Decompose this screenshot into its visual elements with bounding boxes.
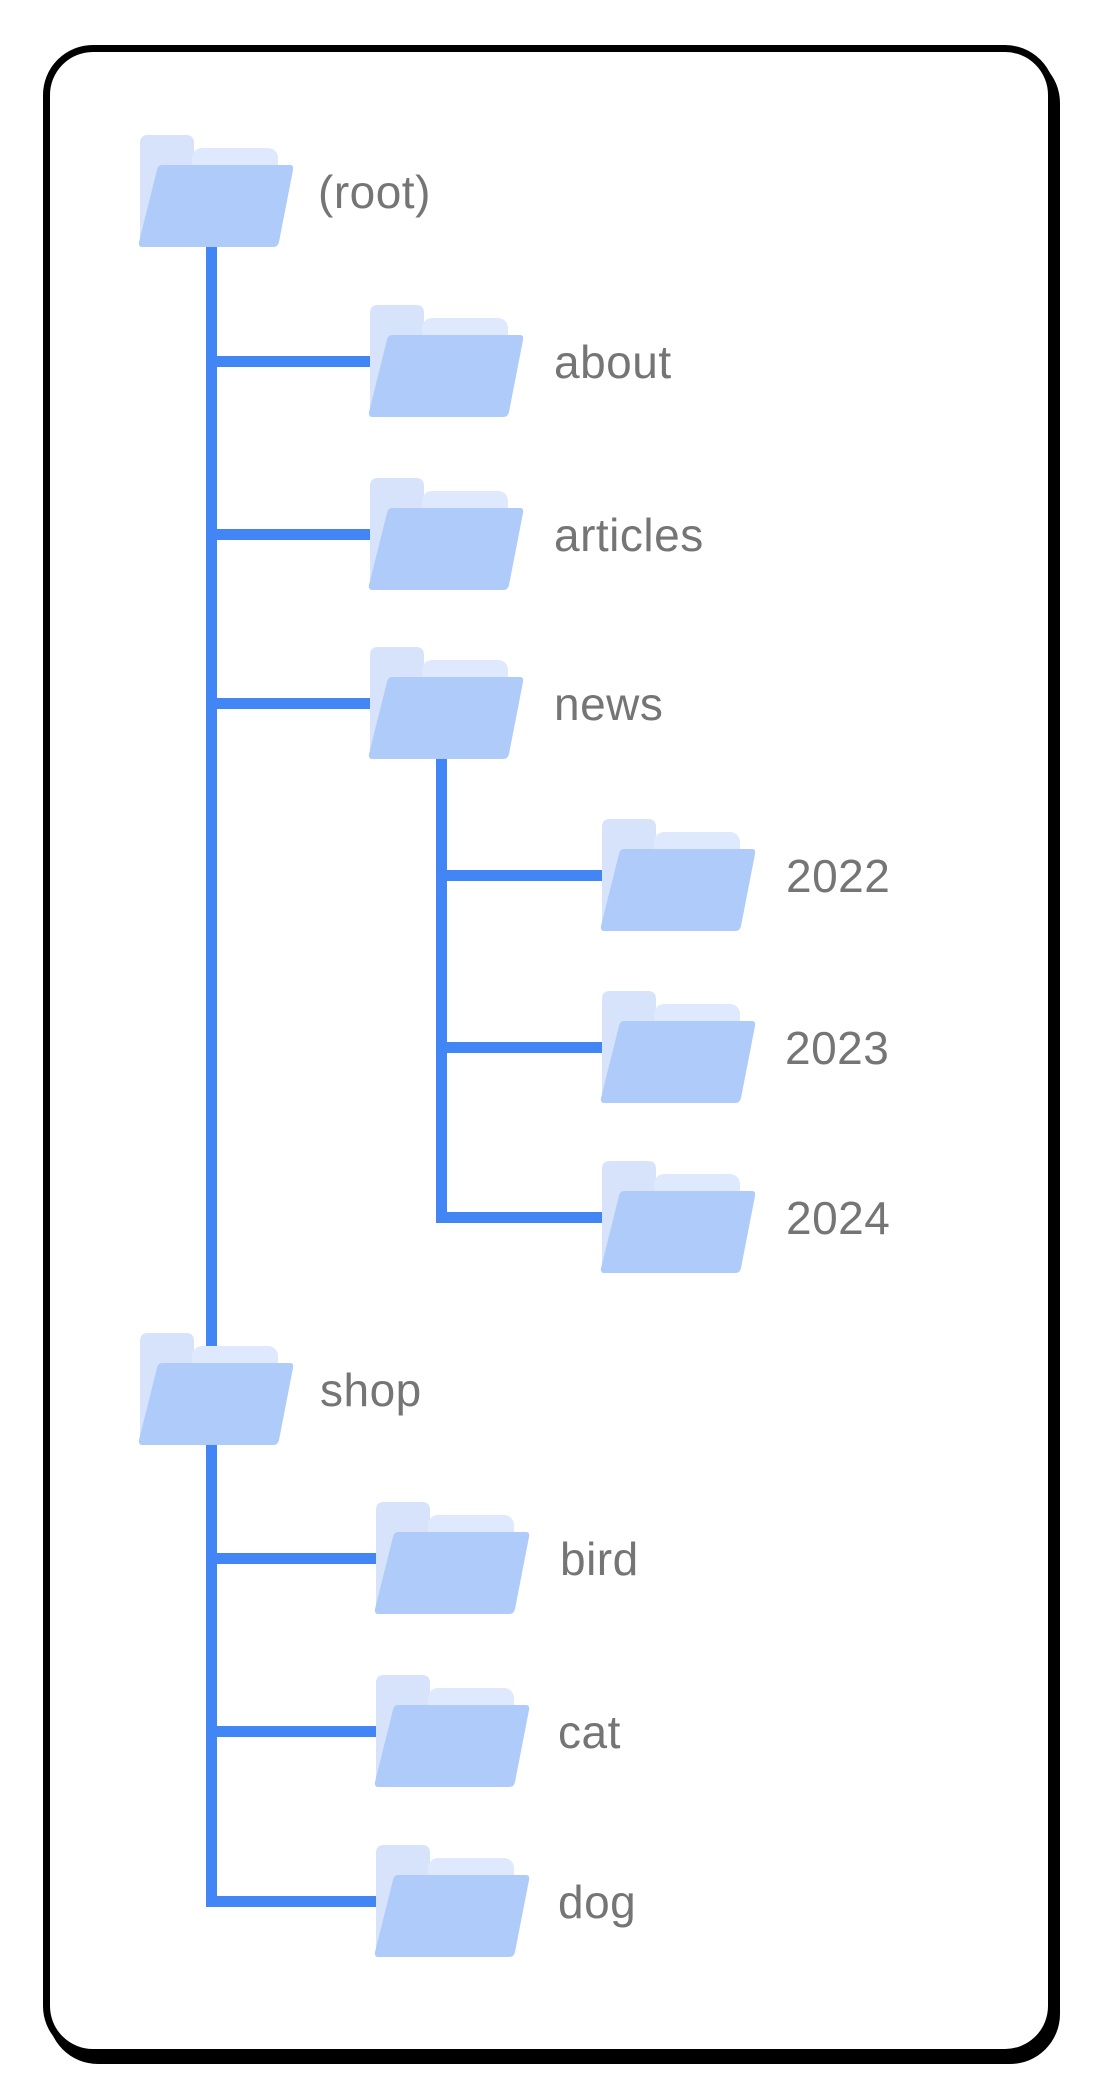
folder-icon-2022 — [600, 819, 756, 931]
node-label-2024: 2024 — [786, 1192, 891, 1244]
folder-icon-root — [138, 135, 294, 247]
node-label-about: about — [554, 336, 672, 388]
folder-icon-shop — [138, 1333, 294, 1445]
node-label-dog: dog — [558, 1876, 637, 1928]
folder-icon-about — [368, 305, 524, 417]
node-label-2022: 2022 — [786, 850, 891, 902]
node-label-bird: bird — [560, 1533, 639, 1585]
node-label-shop: shop — [320, 1364, 422, 1416]
connector-branch-news — [205, 697, 391, 709]
connector-trunk-news — [435, 750, 447, 1223]
connector-trunk-root — [205, 242, 217, 1907]
connector-branch-bird — [205, 1552, 398, 1564]
node-label-2023: 2023 — [785, 1022, 890, 1074]
connector-branch-dog — [205, 1895, 398, 1907]
connector-branch-cat — [205, 1725, 398, 1737]
node-label-root: (root) — [318, 166, 431, 218]
connector-branch-2024 — [435, 1211, 623, 1223]
folder-icon-bird — [374, 1502, 530, 1614]
connector-branch-articles — [205, 528, 391, 540]
folder-icon-cat — [374, 1675, 530, 1787]
folder-icon-articles — [368, 478, 524, 590]
connector-branch-2023 — [435, 1041, 623, 1053]
node-label-news: news — [554, 678, 664, 730]
node-label-cat: cat — [558, 1706, 621, 1758]
folder-icon-2023 — [600, 991, 756, 1103]
connector-branch-about — [205, 355, 391, 367]
connector-branch-2022 — [435, 869, 623, 881]
folder-icon-news — [368, 647, 524, 759]
node-label-articles: articles — [554, 509, 704, 561]
folder-icon-dog — [374, 1845, 530, 1957]
folder-icon-2024 — [600, 1161, 756, 1273]
